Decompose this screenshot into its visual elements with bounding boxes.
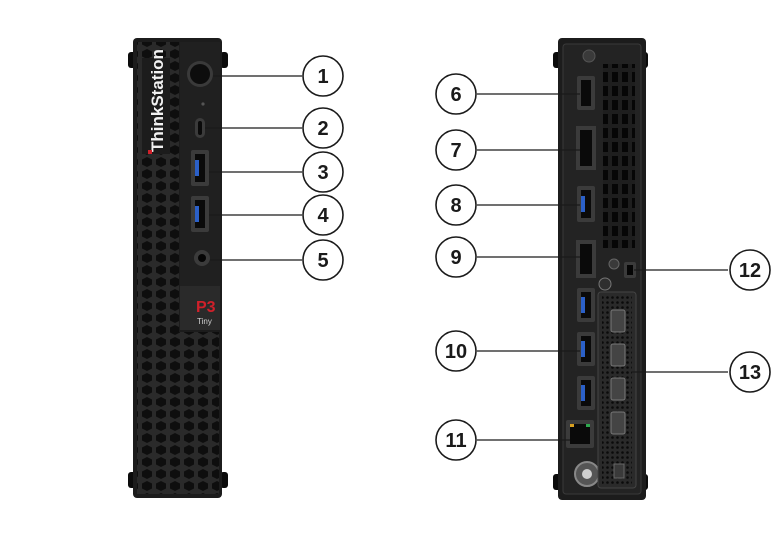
callout-3: 3 (302, 151, 344, 193)
callout-number: 5 (317, 250, 328, 272)
rear-screw-mid (608, 258, 620, 270)
callout-number: 12 (739, 260, 761, 282)
callout-10: 10 (435, 330, 477, 372)
callout-number: 10 (445, 341, 467, 363)
callout-8: 8 (435, 184, 477, 226)
callout-number: 2 (317, 118, 328, 140)
callout-number: 8 (450, 195, 461, 217)
callout-circle (302, 239, 344, 281)
audio-jack[interactable] (194, 250, 210, 266)
callout-number: 4 (317, 205, 329, 227)
rear-panel (553, 38, 648, 500)
front-brand-strip (142, 58, 170, 154)
callout-7: 7 (435, 129, 477, 171)
video-port-rear[interactable] (576, 240, 596, 278)
callout-9: 9 (435, 236, 477, 278)
callout-13: 13 (729, 351, 771, 393)
rear-vent-grille (603, 64, 635, 248)
callout-1: 1 (302, 55, 344, 97)
callout-circle (729, 351, 771, 393)
callout-number: 13 (739, 362, 761, 384)
power-led (201, 102, 205, 106)
mini-dp-port-1[interactable] (610, 309, 626, 333)
callout-circle (435, 419, 477, 461)
usb-a-port-rear-1[interactable] (577, 288, 595, 322)
mini-dp-port-4[interactable] (610, 411, 626, 435)
dc-power-port[interactable] (577, 76, 595, 110)
callout-circle (729, 249, 771, 291)
mini-dp-port-2[interactable] (610, 343, 626, 367)
callout-number: 9 (450, 247, 461, 269)
displayport-port[interactable] (576, 126, 596, 170)
power-button[interactable] (187, 61, 213, 87)
callout-lines (205, 75, 728, 441)
usb-a-port-rear-2[interactable] (577, 332, 595, 366)
callout-circle (302, 151, 344, 193)
brand-logo: ThinkStation (148, 49, 167, 152)
card-bracket-screw (613, 463, 625, 479)
usb-a-port-front-2[interactable] (191, 196, 209, 232)
front-panel: ThinkStation P3 Tiny (128, 38, 228, 498)
expansion-card-mini-dp[interactable] (597, 291, 637, 489)
callout-5: 5 (302, 239, 344, 281)
usb-a-port-rear-3[interactable] (577, 376, 595, 410)
callout-circle (302, 55, 344, 97)
usb-a-port-rear-top[interactable] (577, 186, 595, 222)
brand-red-dot (148, 150, 152, 154)
callout-number: 7 (450, 140, 461, 162)
callout-circle (302, 194, 344, 236)
rear-screw-lower (598, 277, 612, 291)
ethernet-port[interactable] (566, 420, 594, 448)
callout-circle (302, 107, 344, 149)
callout-circle (435, 236, 477, 278)
callout-2: 2 (302, 107, 344, 149)
rear-thumbscrew-top (582, 49, 596, 63)
callout-6: 6 (435, 73, 477, 115)
callout-number: 3 (317, 162, 328, 184)
callout-11: 11 (435, 419, 477, 461)
callout-number: 6 (450, 84, 461, 106)
model-sub: Tiny (197, 317, 212, 326)
callout-12: 12 (729, 249, 771, 291)
callout-circle (435, 129, 477, 171)
usb-a-port-front-1[interactable] (191, 150, 209, 186)
security-lock-slot[interactable] (624, 262, 636, 278)
model-name: P3 (196, 299, 216, 316)
model-badge (180, 286, 220, 330)
callout-number: 1 (317, 66, 328, 88)
callout-circle (435, 330, 477, 372)
callout-circle (435, 73, 477, 115)
front-hex-grille-lower (179, 332, 219, 494)
callout-number: 11 (445, 430, 466, 452)
mini-dp-port-3[interactable] (610, 377, 626, 401)
callout-circle (435, 184, 477, 226)
callout-4: 4 (302, 194, 344, 236)
antenna-connector[interactable] (574, 461, 600, 487)
usb-c-port[interactable] (195, 118, 205, 138)
